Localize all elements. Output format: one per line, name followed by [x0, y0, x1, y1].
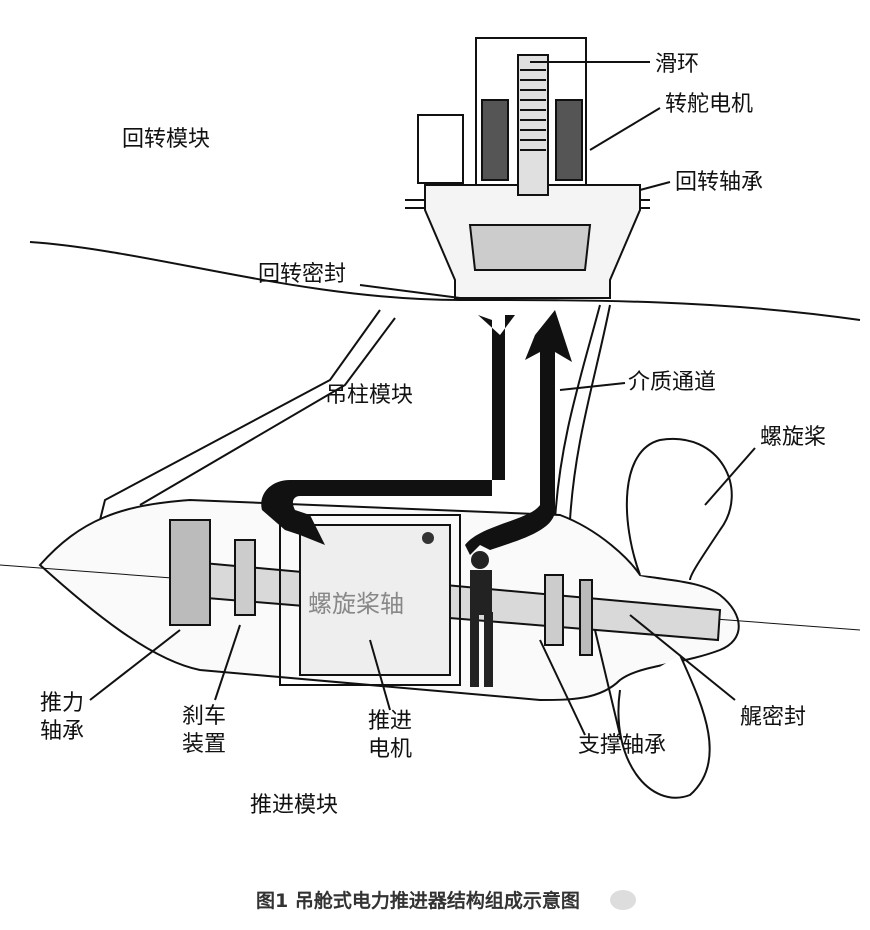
label-slewing-bearing: 回转轴承	[675, 170, 764, 195]
pod-propulsor-diagram	[0, 37, 861, 799]
flow-arrow-up	[465, 310, 572, 555]
label-steering-motor: 转舵电机	[665, 92, 754, 117]
label-propulsion-motor: 推进电机	[368, 709, 413, 762]
flow-arrow-down	[261, 315, 515, 545]
label-stern-seal: 艉密封	[740, 705, 807, 730]
label-medium-channel: 介质通道	[628, 370, 717, 395]
watermark-chat-icon	[610, 890, 636, 910]
label-support-bearing: 支撑轴承	[578, 733, 667, 758]
label-propeller: 螺旋桨	[760, 425, 827, 450]
propeller-blade-bottom	[617, 654, 711, 799]
label-slewing-module: 回转模块	[122, 127, 211, 152]
label-slewing-seal: 回转密封	[258, 262, 347, 287]
label-strut-module: 吊柱模块	[325, 383, 414, 408]
label-propeller-shaft: 螺旋桨轴	[308, 590, 404, 618]
label-propulsion-module: 推进模块	[250, 793, 339, 818]
label-brake-device: 刹车装置	[182, 704, 227, 757]
strut	[99, 309, 396, 521]
label-thrust-bearing: 推力轴承	[40, 691, 85, 744]
hull-line	[29, 241, 861, 321]
worker-figure	[470, 551, 493, 687]
figure-caption: 图1 吊舱式电力推进器结构组成示意图	[256, 890, 580, 912]
propeller-blade-top	[625, 437, 733, 581]
label-slip-ring: 滑环	[655, 52, 700, 77]
